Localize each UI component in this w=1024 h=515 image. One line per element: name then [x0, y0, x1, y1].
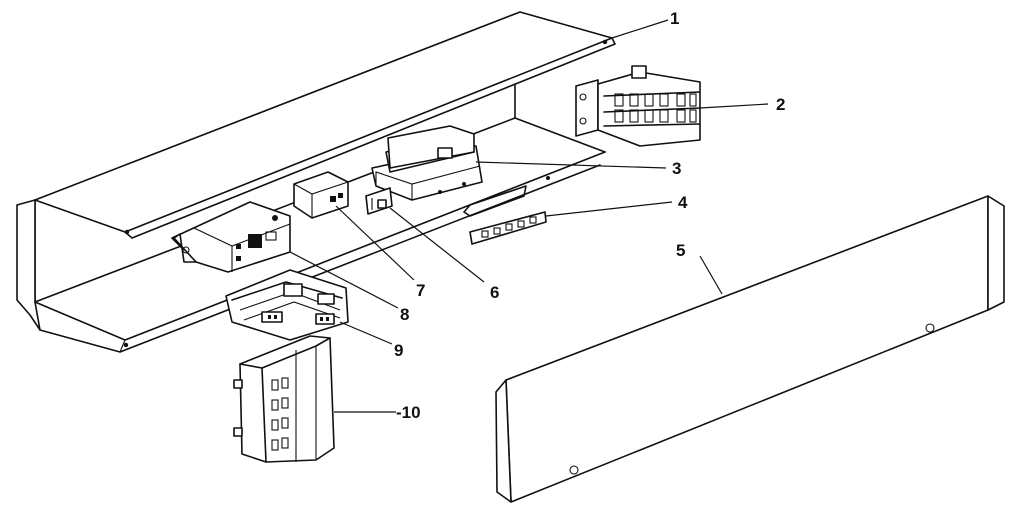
callout-1: 1	[670, 9, 679, 28]
callout-10: -10	[396, 403, 421, 422]
control-module-part-8	[171, 201, 291, 273]
callout-5: 5	[676, 241, 685, 260]
terminal-strip-part-4	[469, 211, 547, 245]
switch-part-6	[365, 187, 393, 215]
callout-4: 4	[678, 193, 688, 212]
callout-7: 7	[416, 281, 425, 300]
front-cover-part-5	[495, 195, 1005, 503]
relay-part-2	[575, 65, 701, 147]
relay-part-7	[293, 171, 349, 219]
callout-6: 6	[490, 283, 499, 302]
callout-2: 2	[776, 95, 785, 114]
callout-labels: 1 2 3 4 5 6 7 8 9 -10	[394, 9, 785, 422]
mounting-bracket	[463, 185, 527, 217]
contactor-part-9	[225, 269, 349, 341]
leader-lines	[289, 19, 769, 413]
fuse-block-part-10	[233, 335, 335, 463]
housing-part-1	[16, 11, 616, 353]
callout-8: 8	[400, 305, 409, 324]
callout-3: 3	[672, 159, 681, 178]
callout-9: 9	[394, 341, 403, 360]
transformer-part-3	[371, 125, 483, 201]
